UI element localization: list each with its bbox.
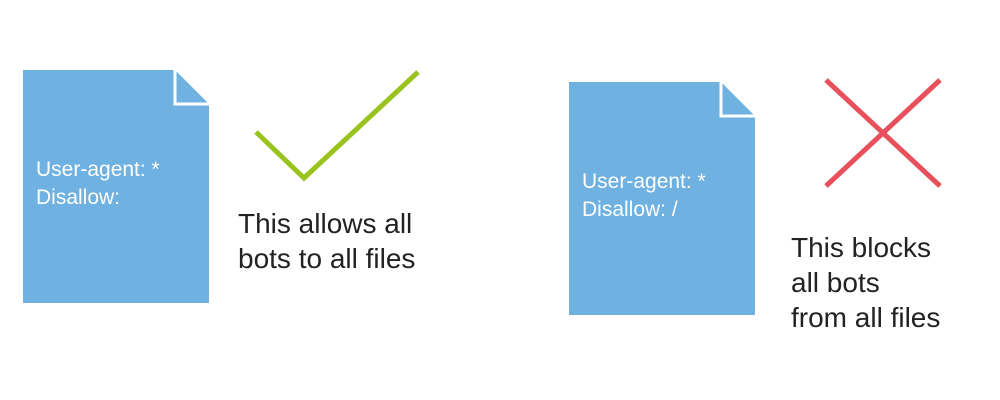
document-body: [23, 70, 209, 303]
block-caption: This blocks all bots from all files: [791, 230, 940, 335]
block-caption-line: This blocks: [791, 232, 932, 263]
block-caption-line: from all files: [791, 302, 941, 333]
cross-stroke-2: [824, 78, 942, 188]
allow-file-line-disallow: Disallow:: [36, 186, 121, 209]
document-icon: [23, 70, 209, 303]
document-fold: [173, 70, 209, 106]
block-file-line-user-agent: User-agent: *: [582, 170, 706, 193]
allow-caption-line: bots to all files: [238, 243, 416, 274]
allow-caption: This allows all bots to all files: [238, 206, 415, 276]
allow-caption-line: This allows all: [238, 208, 413, 239]
document-fold: [719, 82, 755, 118]
cross-icon: [824, 78, 942, 188]
checkmark-icon: [254, 70, 420, 182]
block-robots-file: User-agent: * Disallow: /: [569, 82, 755, 315]
block-caption-line: all bots: [791, 267, 880, 298]
document-icon: [569, 82, 755, 315]
allow-file-line-user-agent: User-agent: *: [36, 158, 160, 181]
allow-file-text: User-agent: * Disallow:: [36, 156, 160, 212]
document-body: [569, 82, 755, 315]
block-file-line-disallow: Disallow: /: [582, 198, 678, 221]
block-file-text: User-agent: * Disallow: /: [582, 168, 706, 224]
allow-robots-file: User-agent: * Disallow:: [23, 70, 209, 303]
checkmark-stroke: [254, 70, 420, 182]
